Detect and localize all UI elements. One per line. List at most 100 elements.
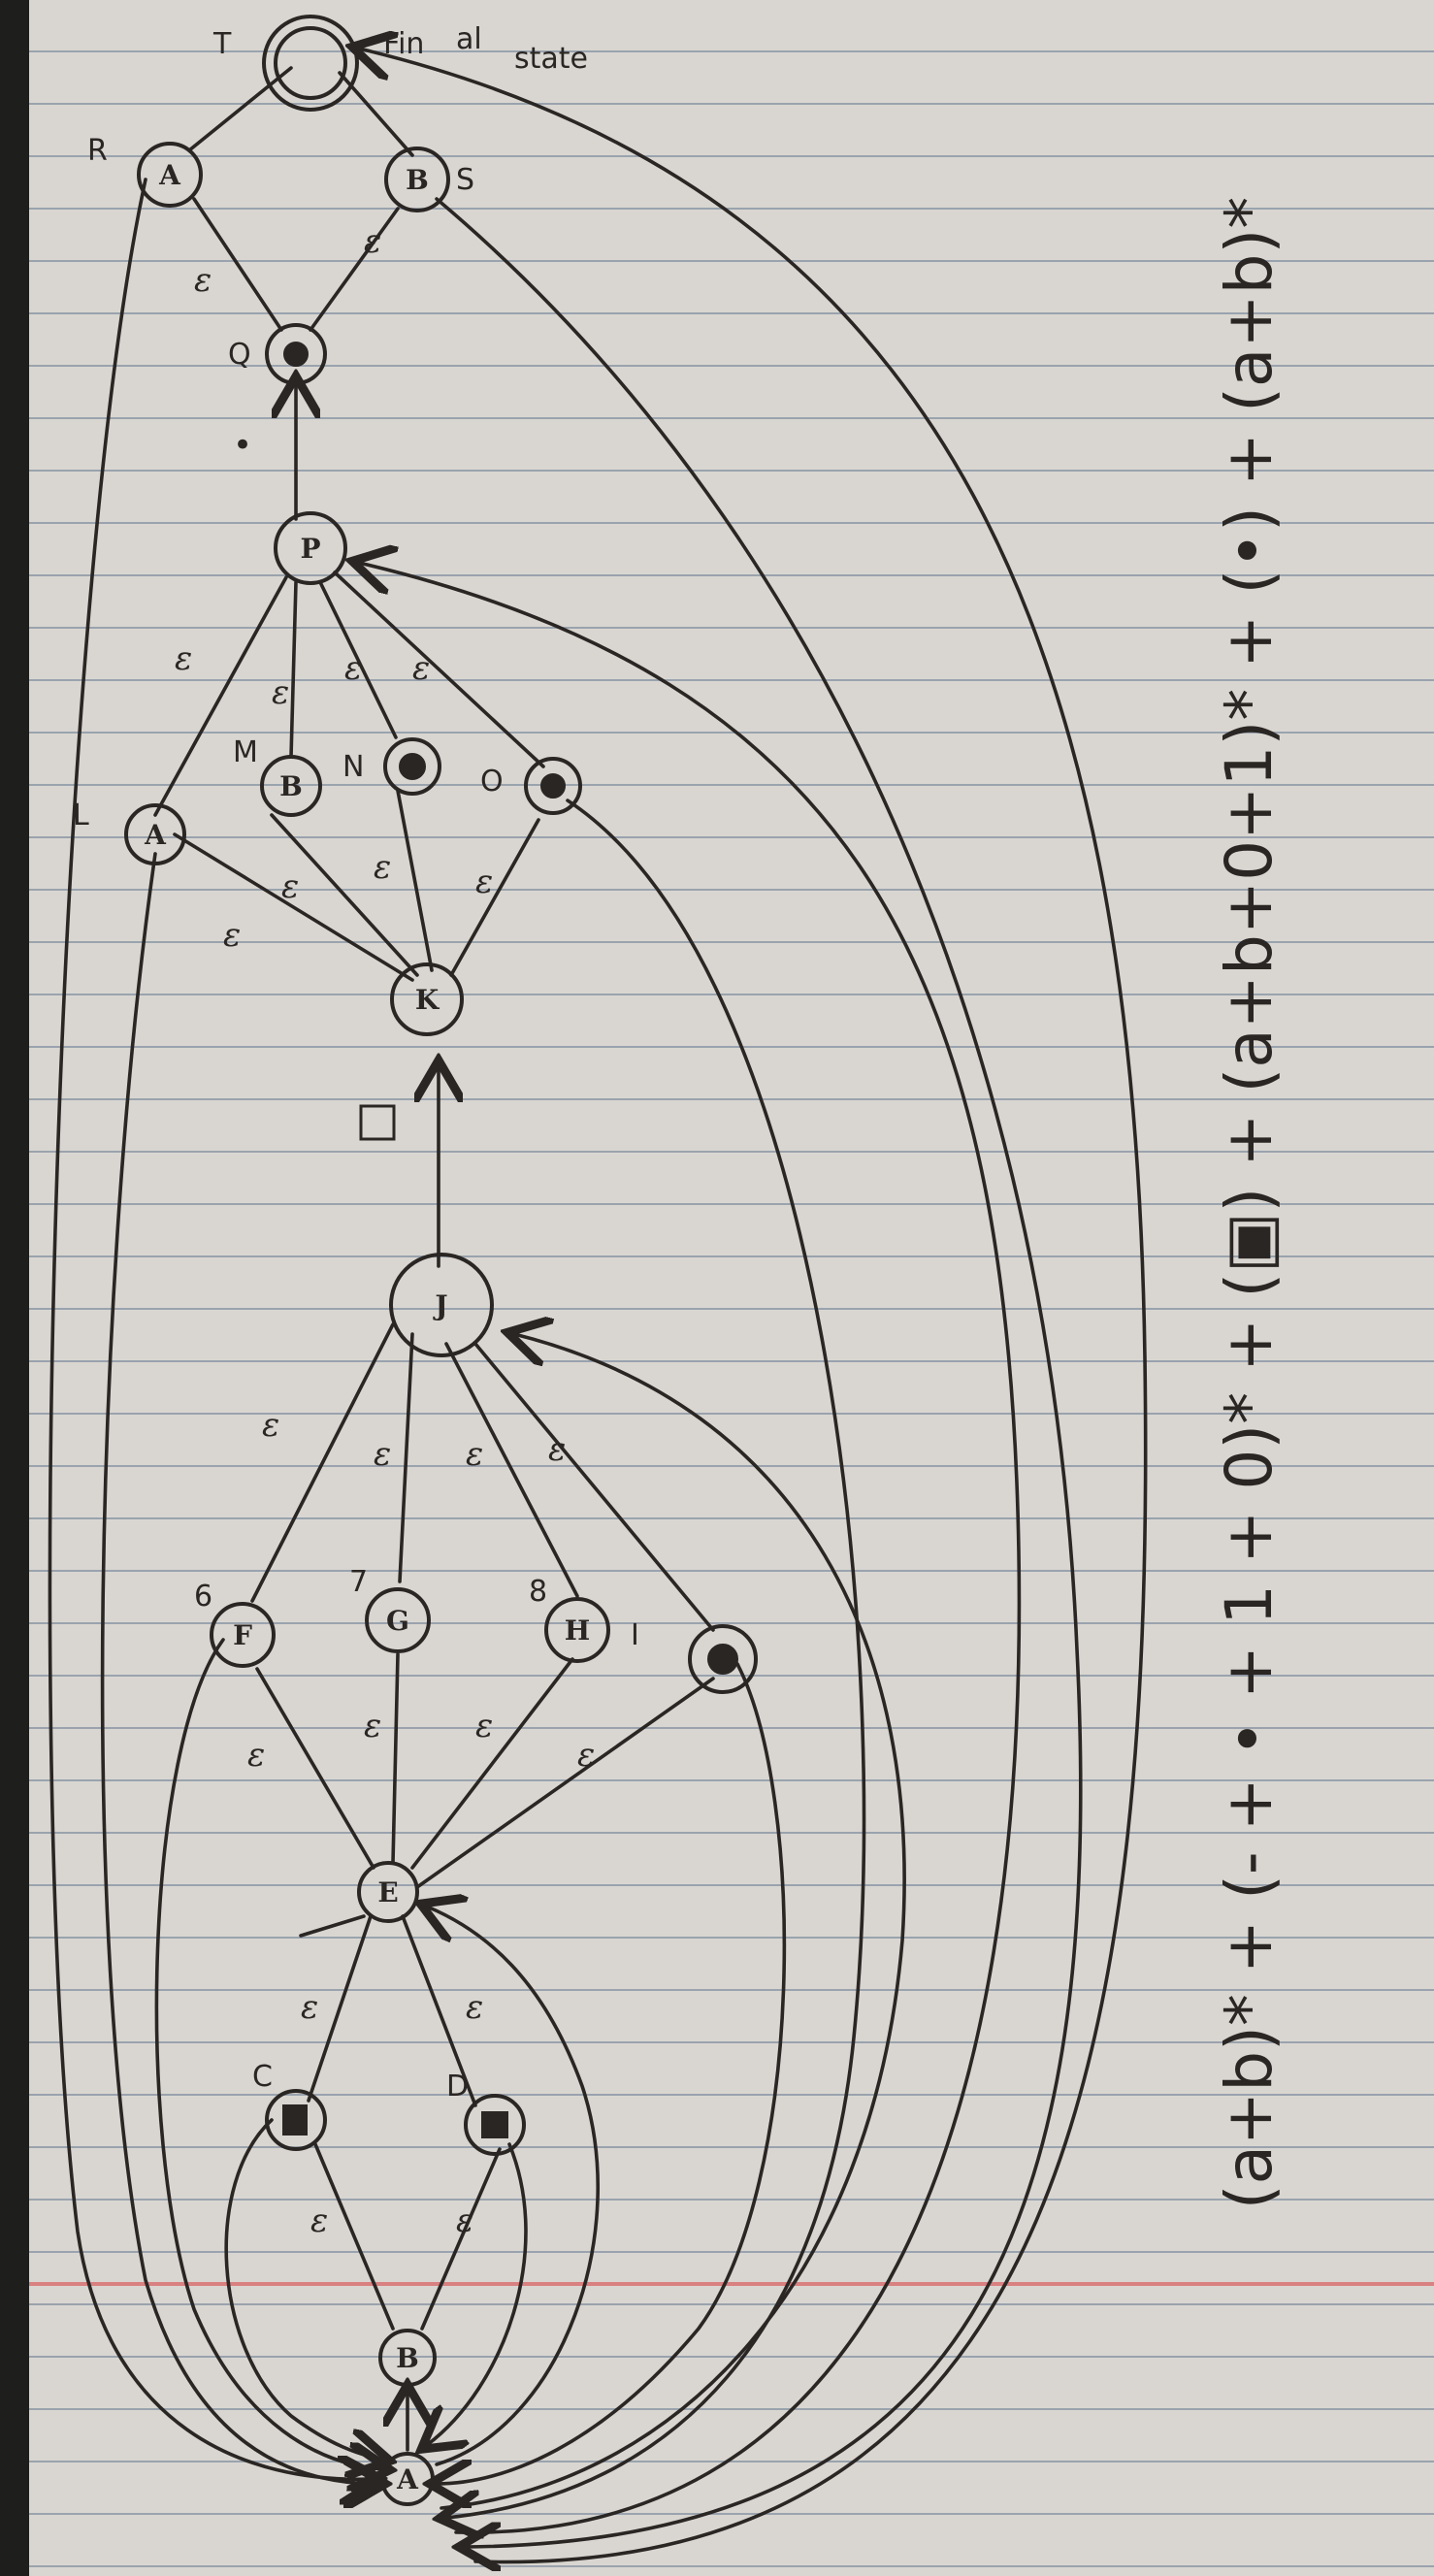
- loop-c-start: [224, 2118, 383, 2460]
- edge-o-p: [333, 571, 545, 768]
- eps-label: ε: [475, 1707, 493, 1745]
- state-r-label: A: [158, 159, 181, 191]
- shaded-dot-icon: [707, 1644, 738, 1675]
- edge-r-t: [187, 66, 293, 152]
- state-f-tag: 6: [194, 1580, 212, 1614]
- state-m: B M: [233, 735, 322, 817]
- state-g-tag: 7: [349, 1565, 368, 1599]
- edge-e-h: [410, 1657, 574, 1870]
- state-g: G 7: [349, 1565, 431, 1653]
- edge-n-p: [318, 580, 398, 739]
- eps-label: ε: [466, 1988, 483, 2027]
- loop-i-start: [437, 1662, 787, 2484]
- eps-label: ε: [466, 1435, 483, 1474]
- state-m-tag: M: [233, 735, 258, 769]
- state-h-label: H: [565, 1614, 590, 1647]
- state-h: H 8: [529, 1575, 610, 1663]
- shaded-dot-icon: [282, 2104, 308, 2136]
- edge-l-p: [153, 575, 288, 817]
- notebook-paper: [29, 0, 1434, 2576]
- state-r: A R: [87, 134, 203, 208]
- eps-label: ε: [412, 649, 430, 688]
- state-t-final: T: [212, 15, 359, 112]
- state-f-label: F: [233, 1619, 252, 1651]
- transitions: [48, 49, 1148, 2564]
- state-c: C: [252, 2060, 327, 2151]
- state-l: A L: [73, 799, 186, 865]
- dot-label: •: [233, 426, 252, 465]
- edge-d-e: [401, 1914, 477, 2107]
- final-state-note: Fin al state: [383, 22, 588, 76]
- shaded-dot-icon: [283, 342, 309, 367]
- state-s-tag: S: [456, 163, 474, 197]
- state-j: J: [389, 1253, 494, 1357]
- state-q: Q: [228, 323, 327, 385]
- edge-e-i: [415, 1677, 715, 1889]
- regex-expression: (a+b)* + (- + • + 1 + 0)* + (▣) + (a+b+0…: [1212, 197, 1287, 2210]
- state-m-label: B: [279, 770, 303, 802]
- eps-label: ε: [374, 1435, 391, 1474]
- state-s-label: B: [406, 164, 429, 196]
- shaded-dot-icon: [481, 2111, 508, 2138]
- state-l-label: A: [144, 819, 167, 851]
- edge-b1-d: [420, 2147, 502, 2331]
- loop-start-p: [359, 563, 1022, 2534]
- edge-g-j: [398, 1332, 414, 1583]
- state-d: D: [446, 2070, 526, 2156]
- states: A B C D E F 6 G 7: [73, 15, 758, 2506]
- eps-label: ε: [344, 649, 362, 688]
- state-p: P: [274, 511, 347, 585]
- state-start-label: A: [396, 2463, 419, 2495]
- edge-e-f: [255, 1667, 375, 1870]
- state-d-tag: D: [446, 2070, 469, 2103]
- state-j-label: J: [432, 1289, 447, 1321]
- loop-start-e: [427, 1907, 601, 2466]
- state-r-tag: R: [87, 134, 108, 168]
- state-h-tag: 8: [529, 1575, 547, 1609]
- loop-o-start: [446, 799, 866, 2518]
- edge-b1-c: [313, 2142, 395, 2331]
- state-c-tag: C: [252, 2060, 273, 2094]
- final-note-line1: Fin: [383, 27, 424, 61]
- eps-label: ε: [548, 1430, 566, 1469]
- transition-labels: ε ε ε ε ε ε ε ε ε ε ε ε ε ε ε ε ε ε ε ε …: [175, 222, 595, 2240]
- state-k: K: [390, 962, 464, 1036]
- state-g-label: G: [386, 1605, 409, 1637]
- state-k-label: K: [415, 984, 440, 1016]
- eps-label: ε: [475, 863, 493, 901]
- state-p-label: P: [300, 533, 320, 565]
- eps-label: ε: [364, 222, 381, 261]
- state-i-tag: I: [631, 1618, 639, 1652]
- edge-e-g: [391, 1652, 400, 1865]
- edge-k-n: [396, 789, 434, 972]
- eps-label: ε: [281, 867, 299, 906]
- loop-s-start: [435, 197, 1083, 2547]
- box-transition-icon: [359, 1104, 396, 1141]
- loop-start-t: [359, 49, 1148, 2564]
- eps-label: ε: [272, 673, 289, 712]
- edge-f-j: [250, 1322, 395, 1603]
- eps-label: ε: [364, 1707, 381, 1745]
- edge-m-p: [289, 580, 298, 759]
- edge-i-j: [473, 1342, 715, 1632]
- edge-k-l: [173, 832, 414, 982]
- final-note-line2: al: [456, 22, 482, 56]
- eps-label: ε: [175, 639, 192, 678]
- state-b1: B: [378, 2329, 437, 2387]
- state-o: O: [480, 757, 582, 815]
- eps-label: ε: [301, 1988, 318, 2027]
- shaded-dot-icon: [399, 753, 426, 780]
- eps-label: ε: [247, 1736, 265, 1775]
- state-o-tag: O: [480, 765, 504, 799]
- eps-label: ε: [223, 916, 241, 955]
- edge-c-e: [299, 1914, 366, 1938]
- eps-label: ε: [310, 2201, 328, 2240]
- loop-d-start: [427, 2142, 528, 2445]
- edge-c-e2: [307, 1914, 373, 2103]
- edge-k-o: [449, 818, 540, 977]
- edge-q-s: [309, 207, 400, 332]
- final-note-line3: state: [514, 42, 588, 76]
- state-i: I: [631, 1618, 758, 1694]
- state-e: E: [357, 1861, 419, 1923]
